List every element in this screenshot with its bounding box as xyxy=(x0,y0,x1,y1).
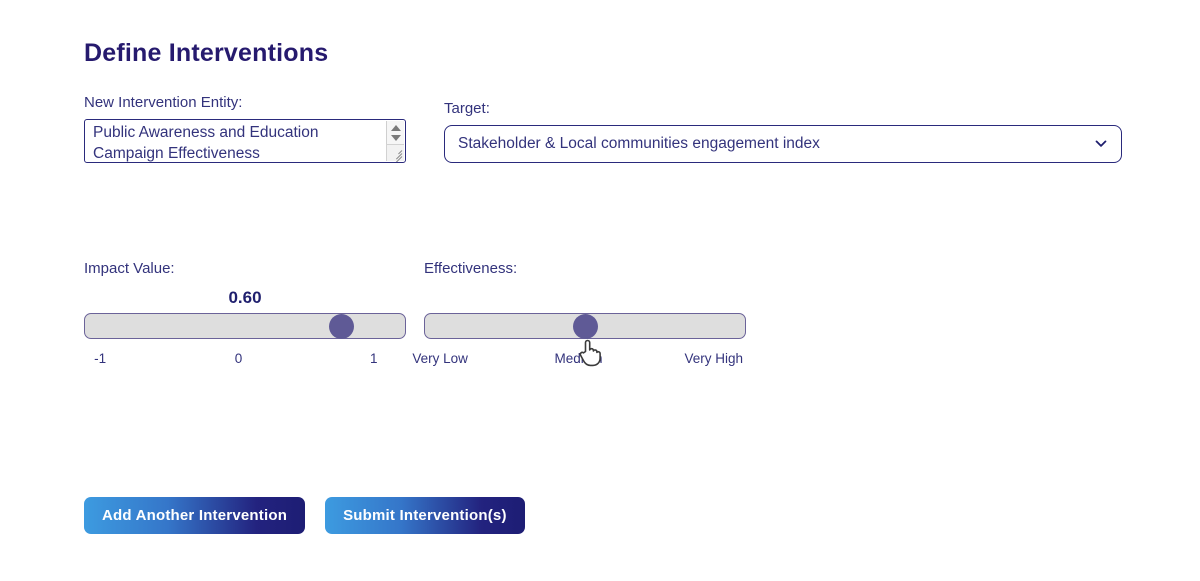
tick-label: Medium xyxy=(554,351,603,366)
effectiveness-label: Effectiveness: xyxy=(424,260,518,277)
new-intervention-entity-field: New Intervention Entity: Public Awarenes… xyxy=(84,94,406,163)
effectiveness-readout xyxy=(424,283,746,313)
impact-value-tick-labels: -1 0 1 xyxy=(84,351,406,369)
impact-value-readout: 0.60 xyxy=(228,288,262,307)
impact-value-field: Impact Value: 0.60 -1 0 1 xyxy=(84,260,406,369)
tick-label: Very High xyxy=(684,351,744,366)
submit-interventions-button[interactable]: Submit Intervention(s) xyxy=(325,497,525,534)
chevron-down-icon[interactable] xyxy=(1095,137,1107,149)
target-label: Target: xyxy=(444,100,490,117)
target-selected-value: Stakeholder & Local communities engageme… xyxy=(458,135,820,152)
textarea-spinner[interactable] xyxy=(386,121,404,147)
new-intervention-entity-label: New Intervention Entity: xyxy=(84,94,243,111)
effectiveness-field: Effectiveness: Very Low Medium Very High xyxy=(412,260,746,369)
triangle-up-icon[interactable] xyxy=(390,125,401,131)
page-title: Define Interventions xyxy=(84,38,329,67)
add-another-intervention-button[interactable]: Add Another Intervention xyxy=(84,497,306,534)
resize-grip-icon[interactable] xyxy=(386,144,404,162)
impact-value-label: Impact Value: xyxy=(84,260,175,277)
tick-label: 1 xyxy=(370,351,378,366)
triangle-down-icon[interactable] xyxy=(390,135,401,141)
effectiveness-slider-thumb[interactable] xyxy=(572,313,598,339)
tick-label: -1 xyxy=(94,351,107,366)
target-select[interactable]: Stakeholder & Local communities engageme… xyxy=(444,125,1122,163)
impact-value-slider[interactable] xyxy=(84,313,406,339)
tick-label: 0 xyxy=(234,351,243,366)
tick-label: Very Low xyxy=(412,351,468,366)
effectiveness-tick-labels: Very Low Medium Very High xyxy=(412,351,746,369)
new-intervention-entity-textarea[interactable]: Public Awareness and Education Campaign … xyxy=(84,119,406,163)
target-field: Target: Stakeholder & Local communities … xyxy=(444,100,1122,163)
impact-value-slider-thumb[interactable] xyxy=(328,313,354,339)
new-intervention-entity-value: Public Awareness and Education Campaign … xyxy=(93,124,319,162)
effectiveness-slider[interactable] xyxy=(424,313,746,339)
action-button-row: Add Another Intervention Submit Interven… xyxy=(84,497,525,534)
